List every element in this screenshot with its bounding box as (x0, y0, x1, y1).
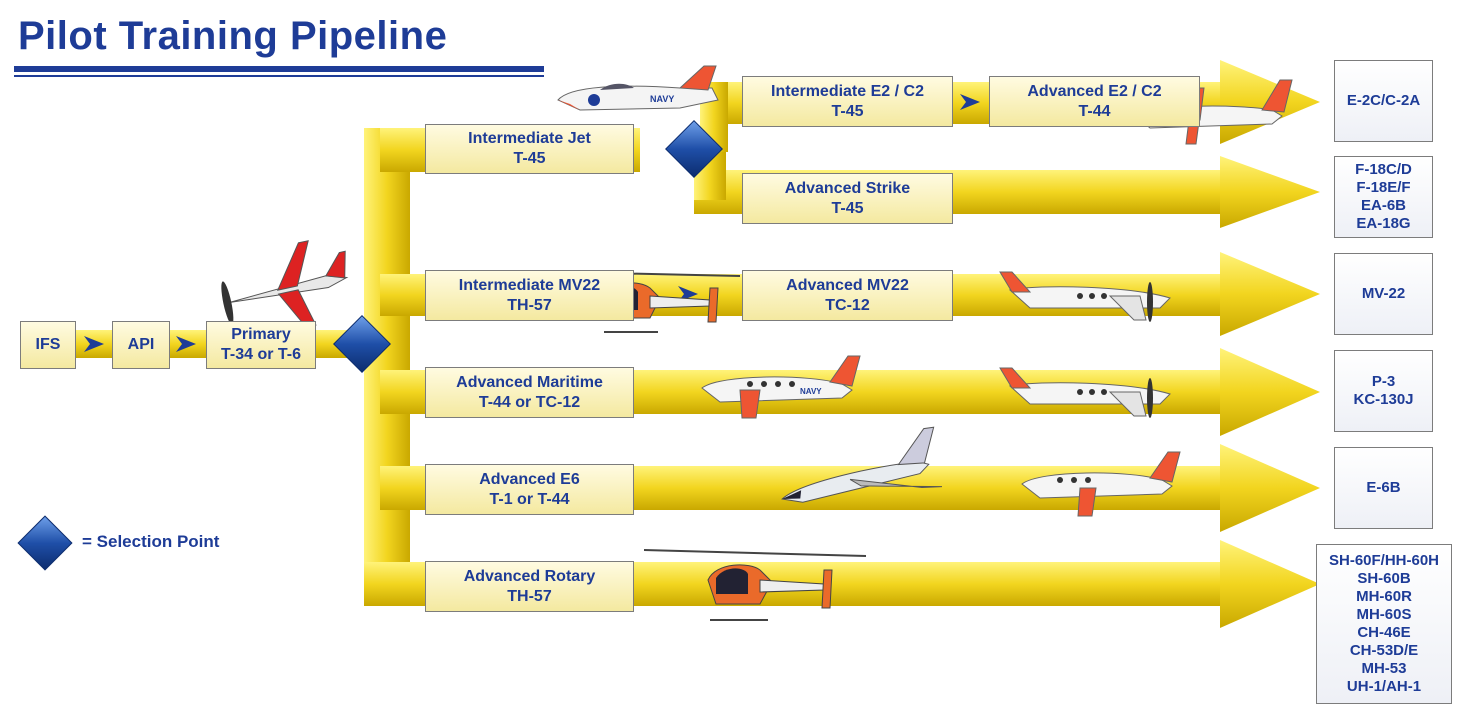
box-advanced-strike-aircraft: T-45 (831, 199, 864, 217)
box-advanced-maritime-aircraft: T-44 or TC-12 (478, 393, 581, 411)
box-advanced-rotary-title: Advanced Rotary (463, 567, 596, 585)
box-advanced-strike-title: Advanced Strike (784, 179, 911, 197)
box-advanced-e2c2-aircraft: T-44 (1078, 102, 1111, 120)
title-underline-thin (14, 75, 544, 77)
dest-maritime-item: P-3 (1371, 373, 1396, 390)
dest-rotary-item: SH-60F/HH-60H (1328, 552, 1440, 569)
box-intermediate-mv22-title: Intermediate MV22 (458, 276, 601, 294)
box-intermediate-jet-title: Intermediate Jet (468, 130, 591, 147)
dest-e2c2: E-2C/C-2A (1334, 60, 1433, 142)
box-advanced-mv22-aircraft: TC-12 (825, 296, 870, 314)
box-primary: Primary T-34 or T-6 (206, 321, 316, 369)
dest-rotary-item: CH-53D/E (1349, 642, 1419, 659)
dest-rotary-item: SH-60B (1357, 570, 1411, 587)
box-advanced-mv22: Advanced MV22 TC-12 (742, 270, 953, 321)
dest-strike-item: F-18E/F (1356, 179, 1411, 196)
box-intermediate-jet: Intermediate Jet T-45 (425, 124, 634, 174)
pipe-start (20, 330, 380, 358)
dest-strike: F-18C/D F-18E/F EA-6B EA-18G (1334, 156, 1433, 238)
box-api-label: API (127, 336, 155, 353)
diamond-icon-jet (665, 120, 723, 178)
box-primary-title: Primary (231, 326, 291, 343)
trainer-prop-icon (221, 240, 349, 328)
box-intermediate-mv22-aircraft: TH-57 (507, 296, 552, 314)
dest-rotary-item: MH-60R (1356, 588, 1412, 605)
turboprop-icon-e6 (1021, 451, 1181, 517)
turboprop-icon-mv22 (999, 271, 1171, 322)
pipe-trunk (364, 128, 410, 604)
dest-maritime: P-3 KC-130J (1334, 350, 1433, 432)
dest-rotary-item: MH-53 (1361, 660, 1407, 677)
box-intermediate-e2c2: Intermediate E2 / C2 T-45 (742, 76, 953, 127)
diamond-icon-legend (17, 515, 73, 571)
box-ifs-label: IFS (35, 336, 61, 353)
box-advanced-e6-aircraft: T-1 or T-44 (489, 490, 570, 508)
box-intermediate-e2c2-aircraft: T-45 (831, 102, 864, 120)
box-intermediate-mv22: Intermediate MV22 TH-57 (425, 270, 634, 321)
dest-rotary-item: MH-60S (1356, 606, 1412, 623)
dest-rotary-item: UH-1/AH-1 (1346, 678, 1422, 695)
box-intermediate-jet-aircraft: T-45 (513, 150, 546, 167)
title-underline (14, 66, 544, 72)
dest-rotary-item: CH-46E (1357, 624, 1411, 641)
dest-e6-item: E-6B (1366, 479, 1401, 496)
dest-strike-item: EA-18G (1356, 215, 1411, 232)
box-advanced-maritime: Advanced Maritime T-44 or TC-12 (425, 367, 634, 418)
box-intermediate-e2c2-title: Intermediate E2 / C2 (771, 82, 924, 100)
legend-label: = Selection Point (82, 532, 220, 551)
helicopter-icon-rotary (643, 549, 867, 621)
box-advanced-e2c2: Advanced E2 / C2 T-44 (989, 76, 1200, 127)
jet-trainer-icon: NAVY (557, 65, 719, 111)
dest-mv22: MV-22 (1334, 253, 1433, 335)
page-title: Pilot Training Pipeline (18, 14, 448, 58)
box-advanced-e2c2-title: Advanced E2 / C2 (1027, 82, 1162, 100)
dest-e2c2-item: E-2C/C-2A (1346, 92, 1421, 109)
dest-strike-item: EA-6B (1360, 197, 1406, 214)
box-advanced-e6: Advanced E6 T-1 or T-44 (425, 464, 634, 515)
box-api: API (112, 321, 170, 369)
box-primary-aircraft: T-34 or T-6 (220, 346, 302, 363)
turboprop-icon-maritime-2 (999, 367, 1171, 418)
dest-e6: E-6B (1334, 447, 1433, 529)
box-advanced-e6-title: Advanced E6 (479, 470, 580, 488)
diamond-icon-primary (333, 315, 391, 373)
dest-mv22-item: MV-22 (1361, 285, 1406, 302)
svg-text:NAVY: NAVY (800, 387, 822, 396)
dest-strike-item: F-18C/D (1355, 161, 1412, 178)
turboprop-icon-maritime-1: NAVY (701, 355, 861, 419)
dest-rotary: SH-60F/HH-60H SH-60B MH-60R MH-60S CH-46… (1316, 544, 1452, 704)
box-advanced-maritime-title: Advanced Maritime (456, 373, 603, 391)
box-advanced-strike: Advanced Strike T-45 (742, 173, 953, 224)
svg-text:NAVY: NAVY (650, 94, 674, 104)
business-jet-icon (781, 426, 943, 503)
box-ifs: IFS (20, 321, 76, 369)
box-advanced-rotary: Advanced Rotary TH-57 (425, 561, 634, 612)
box-advanced-rotary-aircraft: TH-57 (507, 587, 552, 605)
box-advanced-mv22-title: Advanced MV22 (786, 276, 909, 294)
dest-maritime-item: KC-130J (1353, 391, 1414, 408)
